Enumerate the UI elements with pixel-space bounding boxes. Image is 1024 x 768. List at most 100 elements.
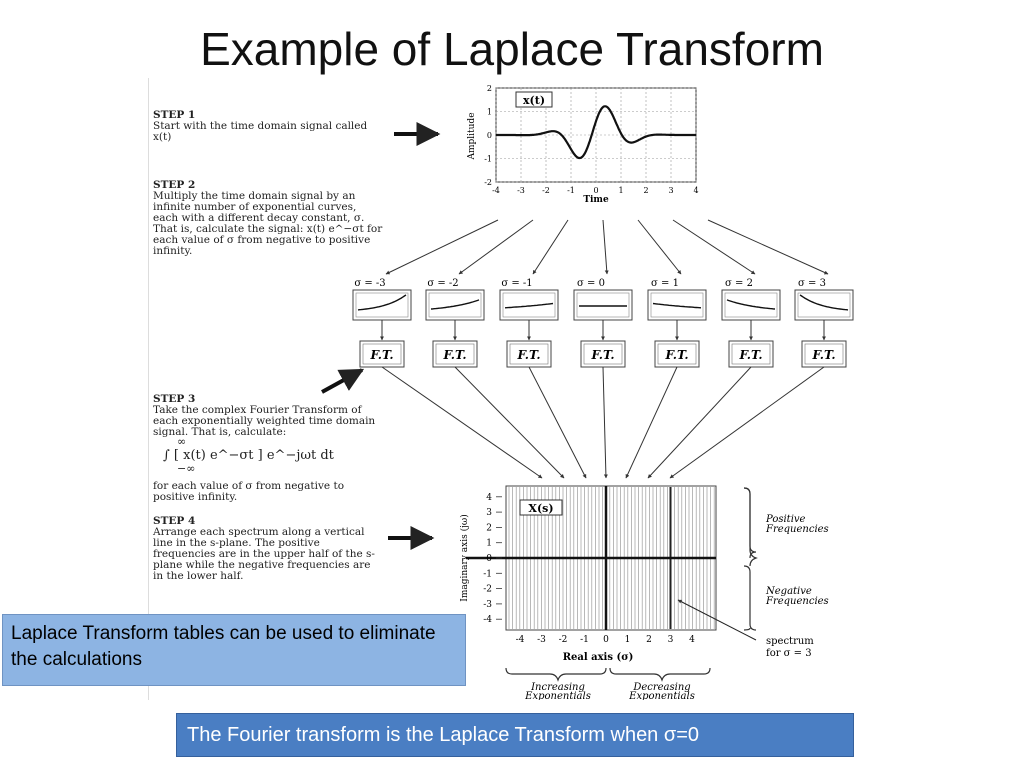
- time-plot-xtick: 1: [618, 186, 623, 195]
- exponential-curve-icon: [799, 294, 849, 311]
- branch-line: [637, 219, 682, 275]
- s-plane-xtick: -3: [537, 635, 546, 645]
- branch-line: [672, 219, 756, 275]
- branch-line: [532, 219, 569, 275]
- s-plane-ylabel: Imaginary axis (jω): [459, 514, 470, 601]
- sigma-inner-box: [576, 292, 630, 318]
- increasing-label-1: Increasing: [530, 682, 585, 693]
- s-plane-xtick: 4: [689, 635, 695, 645]
- sigma-inner-box: [428, 292, 482, 318]
- negative-freq-label-2: Frequencies: [765, 596, 829, 607]
- exponential-curve-icon: [652, 302, 702, 309]
- ft-row: F.T.F.T.F.T.F.T.F.T.F.T.F.T.: [359, 340, 847, 368]
- step-3-body: Take the complex Fourier Transform of ea…: [153, 404, 376, 438]
- sigma-label: σ = 1: [651, 278, 679, 289]
- time-plot-xlabel: Time: [583, 195, 609, 205]
- negative-brace-end: [743, 627, 751, 631]
- ft-label: F.T.: [442, 348, 466, 362]
- s-plane-label: X(s): [528, 502, 553, 515]
- s-plane-xtick: -2: [559, 635, 568, 645]
- step-1-heading: STEP 1: [153, 109, 196, 121]
- s-plane-ytick: 1: [486, 539, 492, 549]
- step-3-heading: STEP 3: [153, 393, 196, 405]
- s-plane-ytick: -3: [483, 600, 492, 610]
- branch-lines: [385, 219, 829, 275]
- exponential-curve-icon: [726, 299, 776, 310]
- positive-brace-tip: [743, 487, 757, 559]
- time-plot-xtick: 3: [668, 186, 673, 195]
- s-plane-xtick: 3: [668, 635, 674, 645]
- s-plane-ytick: -1: [483, 569, 492, 579]
- sigma-inner-box: [355, 292, 409, 318]
- time-plot-ytick: 1: [487, 108, 492, 117]
- time-plot-ylabel: Amplitude: [467, 112, 477, 160]
- s-plane-xtick: -4: [516, 635, 525, 645]
- s-plane-xtick: 1: [625, 635, 631, 645]
- ft-label: F.T.: [738, 348, 762, 362]
- ft-inner-box: [731, 343, 771, 365]
- step-3-arrow: [321, 368, 365, 394]
- exponential-curve-icon: [430, 299, 480, 310]
- sigma-label: σ = 2: [725, 278, 753, 289]
- integral-expression: ∫ [ x(t) e^−σt ] e^−jωt dt: [163, 448, 334, 463]
- sigma-inner-box: [650, 292, 704, 318]
- s-plane-label-box: [519, 499, 563, 516]
- decreasing-brace: [609, 667, 711, 682]
- spectrum-label-2: for σ = 3: [766, 648, 812, 659]
- time-plot-ytick: 2: [487, 84, 492, 93]
- time-plot-label: x(t): [523, 94, 545, 107]
- decreasing-label-1: Decreasing: [632, 682, 690, 693]
- step-2-body: Multiply the time domain signal by an in…: [153, 190, 383, 257]
- s-plane-ytick: -4: [483, 615, 492, 625]
- ft-output-line: [602, 366, 608, 479]
- ft-label: F.T.: [811, 348, 835, 362]
- ft-label: F.T.: [516, 348, 540, 362]
- ft-output-line: [381, 366, 543, 479]
- step-2-heading: STEP 2: [153, 179, 196, 191]
- integral-upper-limit: ∞: [177, 435, 187, 448]
- ft-output-line: [669, 366, 825, 479]
- ft-output-line: [625, 366, 678, 479]
- time-plot-yticks: 210-1-2: [484, 84, 492, 187]
- time-plot-xtick: -1: [567, 186, 575, 195]
- ft-inner-box: [435, 343, 475, 365]
- ft-inner-box: [509, 343, 549, 365]
- laplace-tables-callout: Laplace Transform tables can be used to …: [2, 614, 466, 686]
- ft-label: F.T.: [369, 348, 393, 362]
- ft-inner-box: [583, 343, 623, 365]
- step-4-body: Arrange each spectrum along a vertical l…: [153, 526, 375, 582]
- sigma-inner-box: [502, 292, 556, 318]
- negative-freq-label-1: Negative: [765, 586, 812, 597]
- branch-line: [602, 219, 609, 275]
- spectrum-label-1: spectrum: [766, 636, 814, 647]
- time-plot-label-box: [515, 91, 553, 108]
- step-2-text: STEP 2 Multiply the time domain signal b…: [153, 180, 383, 257]
- exponential-curve-icon: [504, 302, 554, 309]
- fourier-laplace-callout: The Fourier transform is the Laplace Tra…: [176, 713, 854, 757]
- slide-title: Example of Laplace Transform: [200, 23, 824, 75]
- time-plot-ytick: -1: [484, 155, 492, 164]
- positive-freq-label-2: Frequencies: [765, 524, 829, 535]
- ft-label: F.T.: [590, 348, 614, 362]
- step-3-text: STEP 3 Take the complex Fourier Transfor…: [153, 394, 383, 438]
- increasing-label-2: Exponentials: [524, 691, 591, 700]
- ft-inner-box: [362, 343, 402, 365]
- ft-output-line: [647, 366, 752, 479]
- step-1-text: STEP 1 Start with the time domain signal…: [153, 110, 383, 143]
- branch-line: [385, 219, 499, 275]
- s-plane-xtick: 2: [646, 635, 652, 645]
- sigma-inner-box: [797, 292, 851, 318]
- increasing-brace: [505, 667, 607, 682]
- time-plot-xtick: 4: [693, 186, 698, 195]
- step-3-formula: ∞ ∫ [ x(t) e^−σt ] e^−jωt dt −∞: [163, 435, 363, 474]
- step-4-heading: STEP 4: [153, 515, 196, 527]
- s-plane-ytick: 2: [486, 523, 492, 533]
- ft-inner-box: [804, 343, 844, 365]
- s-plane-xlabel: Real axis (σ): [563, 652, 634, 663]
- sigma-label: σ = -1: [501, 278, 532, 289]
